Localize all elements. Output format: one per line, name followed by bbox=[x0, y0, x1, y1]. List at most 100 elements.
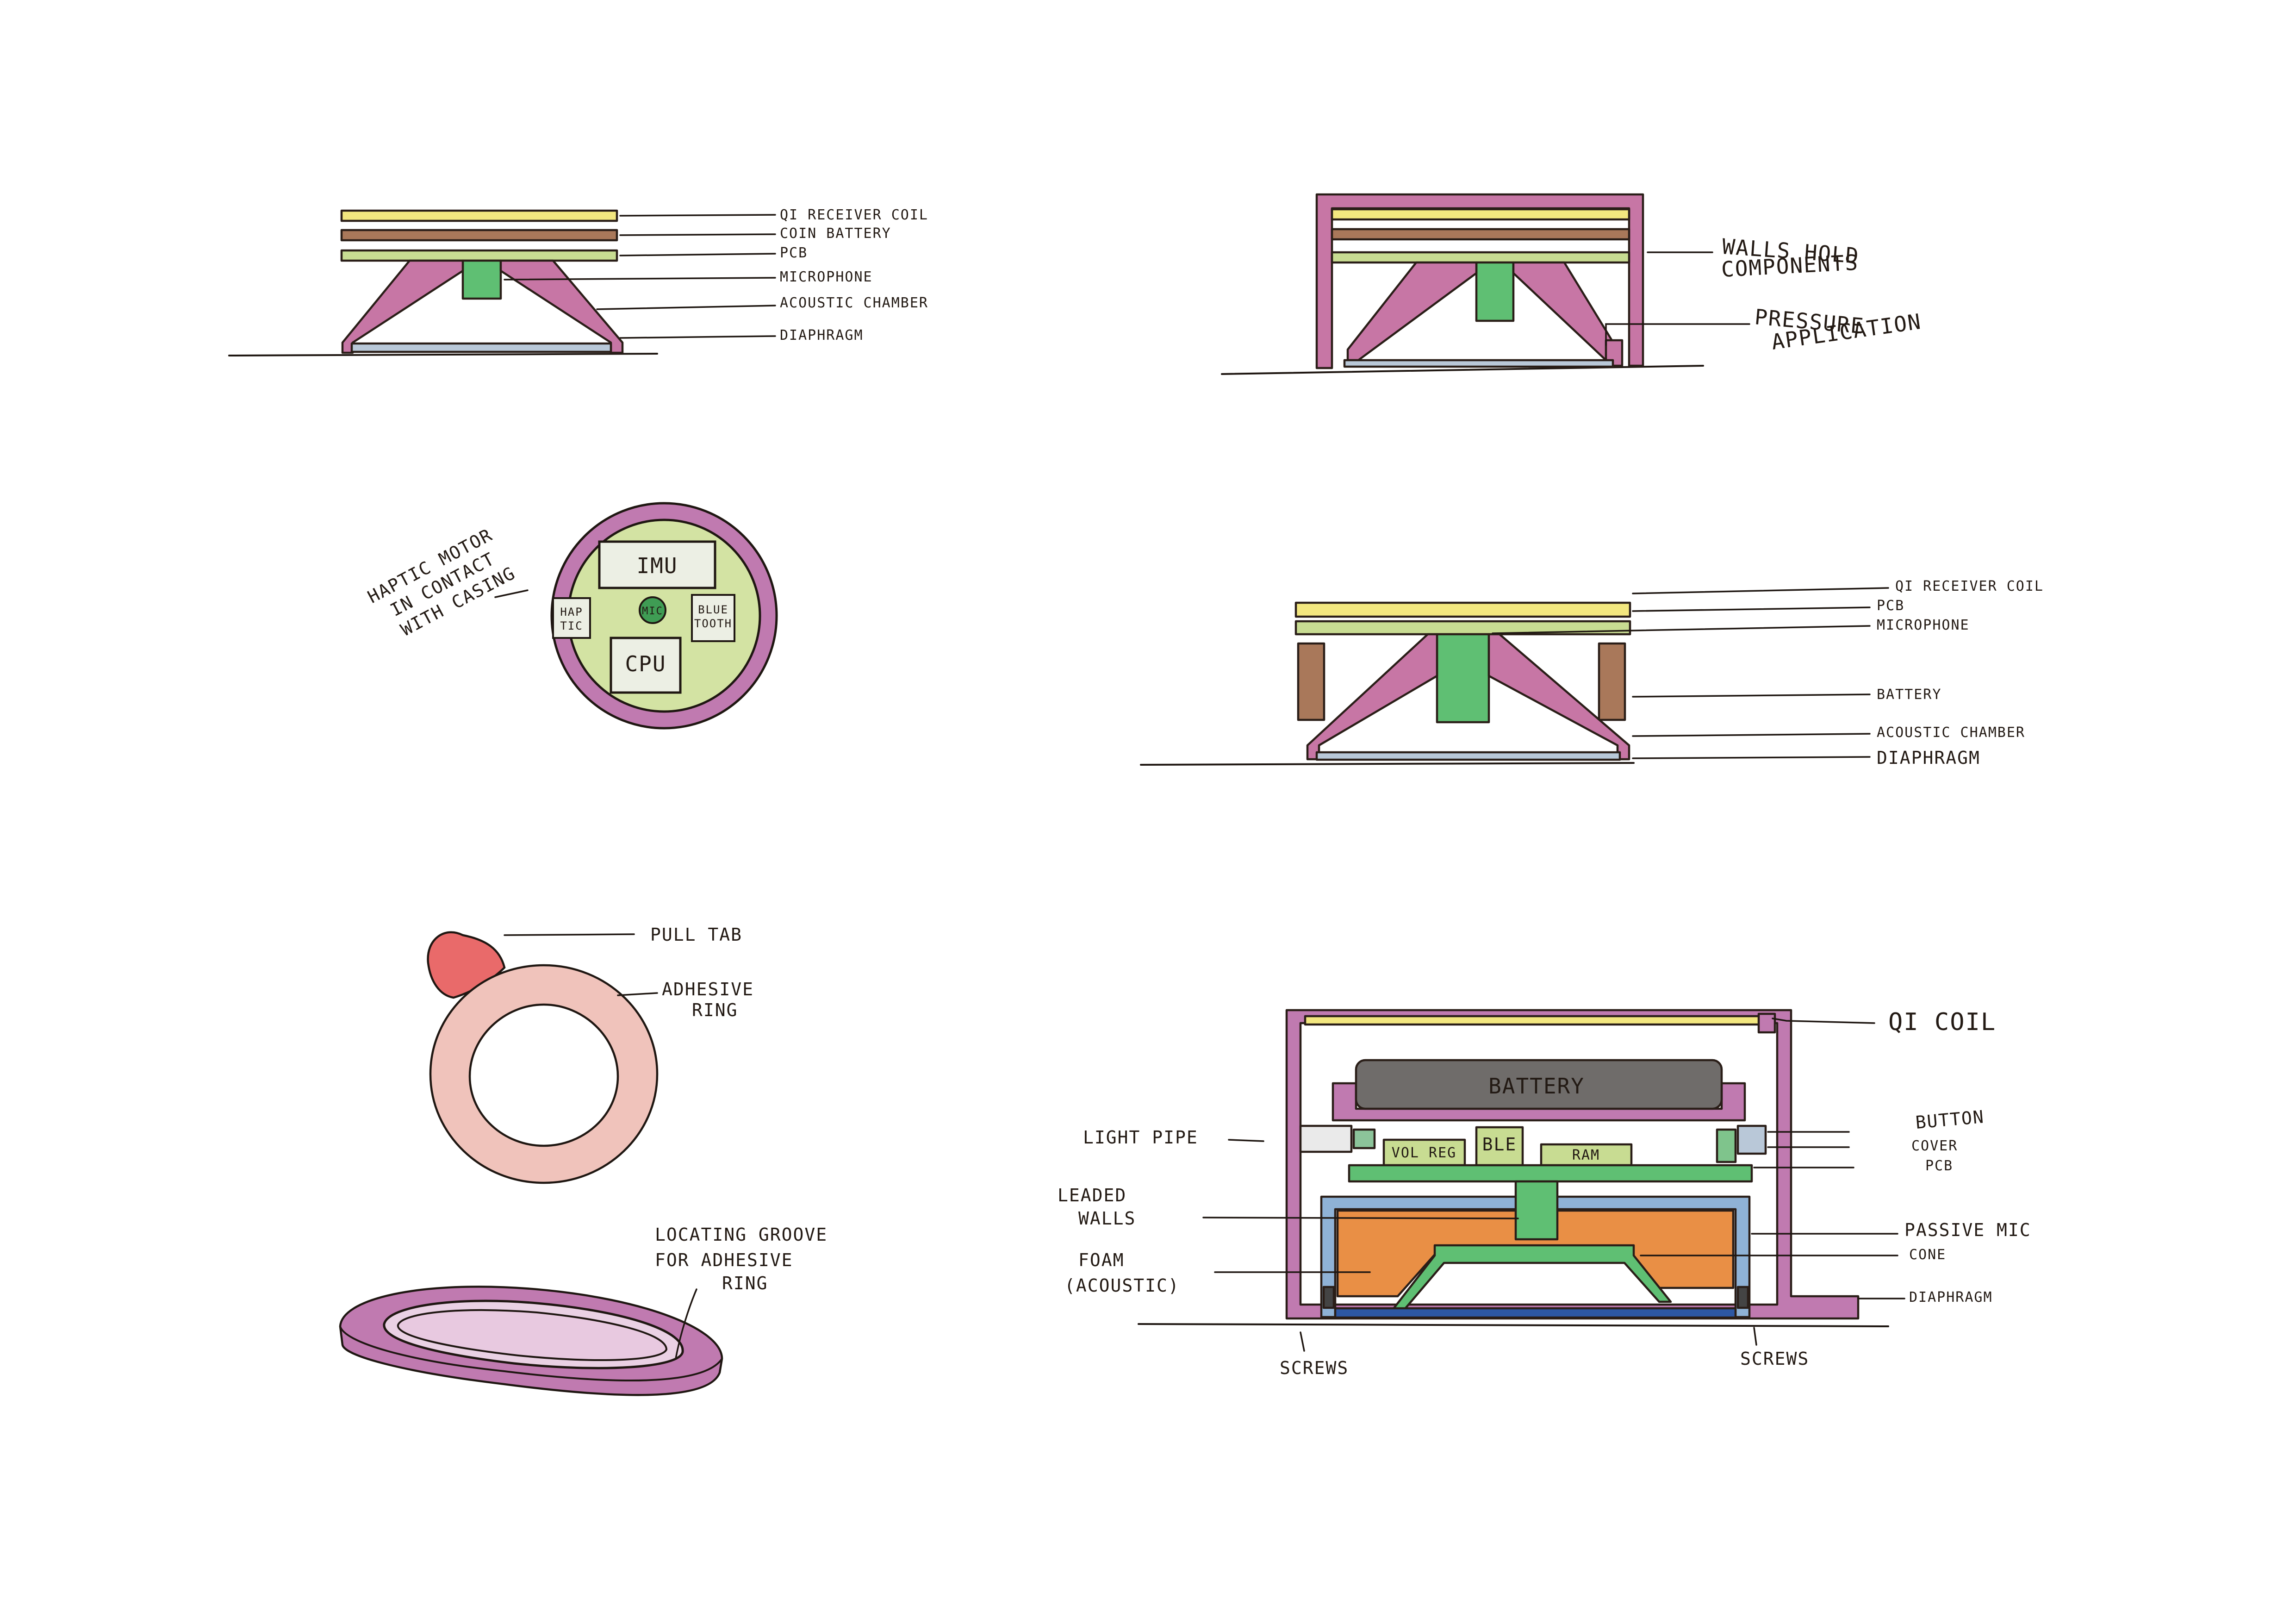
battery-layer bbox=[1331, 228, 1630, 241]
label-pcb: PCB bbox=[780, 245, 808, 261]
pcb-board bbox=[1348, 1164, 1753, 1183]
diaphragm-layer bbox=[1343, 359, 1614, 368]
leader bbox=[619, 253, 776, 256]
label-ring: RING bbox=[692, 1000, 738, 1020]
ground-line bbox=[1140, 762, 1635, 766]
diagram-locating-groove: LOCATING GROOVE FOR ADHESIVE RING bbox=[339, 1224, 828, 1396]
leader bbox=[1772, 1018, 1875, 1024]
leader bbox=[1300, 1331, 1305, 1352]
ground-line bbox=[1221, 365, 1704, 375]
leader bbox=[1228, 1139, 1264, 1142]
label-ring: RING bbox=[722, 1273, 768, 1293]
button-cover bbox=[1736, 1124, 1767, 1155]
label-battery: BATTERY bbox=[1488, 1074, 1585, 1099]
screw-left bbox=[1322, 1286, 1335, 1309]
leader bbox=[596, 305, 776, 310]
acoustic-chamber-right bbox=[1487, 633, 1630, 761]
label-locating-groove: LOCATING GROOVE bbox=[655, 1224, 828, 1245]
label-microphone: MICROPHONE bbox=[1877, 617, 1970, 633]
cone bbox=[1392, 1244, 1672, 1311]
leader bbox=[1632, 733, 1871, 737]
leader bbox=[619, 233, 776, 236]
label-diaphragm: DIAPHRAGM bbox=[780, 327, 864, 344]
label-pcb: PCB bbox=[1877, 598, 1904, 614]
leader bbox=[494, 589, 529, 598]
acoustic-chamber-right bbox=[1512, 261, 1619, 362]
coil-clip bbox=[1757, 1012, 1776, 1034]
label-bluetooth-1: BLUE bbox=[698, 603, 728, 616]
battery-left bbox=[1297, 642, 1325, 721]
leader bbox=[1632, 587, 1889, 594]
qi-coil bbox=[1304, 1015, 1769, 1026]
screw-right bbox=[1736, 1286, 1749, 1309]
microphone-block bbox=[1436, 633, 1490, 724]
leaded-walls bbox=[1320, 1195, 1751, 1318]
qi-coil-layer bbox=[1294, 601, 1631, 618]
label-coin-battery: COIN BATTERY bbox=[780, 225, 891, 242]
label-qi-receiver-coil: QI RECEIVER COIL bbox=[1895, 578, 2044, 594]
label-pull-tab: PULL TAB bbox=[650, 924, 742, 945]
diagram-stack-exploded: QI RECEIVER COIL COIN BATTERY PCB MICROP… bbox=[228, 207, 928, 356]
label-acoustic: (ACOUSTIC) bbox=[1064, 1275, 1180, 1296]
label-adhesive: ADHESIVE bbox=[662, 979, 754, 999]
label-haptic-box-1: HAP bbox=[560, 606, 583, 618]
diagram-top-view: IMU HAP TIC MIC BLUE TOOTH CPU HAPTIC MO… bbox=[364, 502, 778, 730]
light-pipe bbox=[1299, 1124, 1353, 1153]
diaphragm-layer bbox=[350, 342, 612, 353]
acoustic-chamber-left bbox=[341, 259, 464, 354]
leader bbox=[619, 214, 776, 217]
label-diaphragm: DIAPHRAGM bbox=[1877, 748, 1980, 768]
label-acoustic-chamber: ACOUSTIC CHAMBER bbox=[780, 295, 928, 311]
label-leaded: LEADED bbox=[1058, 1185, 1126, 1206]
mic-port bbox=[639, 596, 666, 624]
label-vol-reg: VOL REG bbox=[1392, 1145, 1456, 1161]
label-pcb: PCB bbox=[1925, 1158, 1953, 1174]
label-qi-coil: QI COIL bbox=[1888, 1008, 1996, 1036]
diaphragm bbox=[1334, 1307, 1737, 1319]
vol-reg-chip bbox=[1382, 1138, 1466, 1167]
imu-chip bbox=[598, 540, 716, 589]
microphone-block bbox=[461, 259, 502, 300]
pcb-layer bbox=[340, 249, 618, 262]
leader bbox=[1632, 606, 1871, 612]
diagram-stack-battery: QI RECEIVER COIL PCB MICROPHONE BATTERY … bbox=[1140, 578, 2044, 768]
label-bluetooth-2: TOOTH bbox=[694, 617, 732, 630]
base-edge bbox=[339, 1326, 723, 1382]
label-screws-left: SCREWS bbox=[1280, 1358, 1349, 1378]
label-imu: IMU bbox=[636, 553, 678, 578]
label-walls: WALLS bbox=[1078, 1208, 1136, 1229]
diagram-full-assembly: BATTERY VOL REG BLE RAM bbox=[1058, 1008, 2031, 1378]
leader bbox=[1605, 323, 1750, 346]
passive-mic bbox=[1514, 1180, 1559, 1241]
acoustic-chamber-left bbox=[1346, 261, 1478, 362]
leader bbox=[504, 933, 635, 936]
label-cpu: CPU bbox=[625, 651, 666, 676]
button-switch bbox=[1716, 1128, 1737, 1163]
qi-coil-layer bbox=[340, 209, 618, 222]
leader bbox=[1492, 625, 1871, 634]
label-for-adhesive: FOR ADHESIVE bbox=[655, 1250, 793, 1270]
label-screws-right: SCREWS bbox=[1740, 1349, 1809, 1369]
label-passive-mic: PASSIVE MIC bbox=[1904, 1220, 2031, 1240]
leader bbox=[1632, 756, 1871, 759]
leader bbox=[617, 992, 658, 996]
qi-coil-layer bbox=[1331, 208, 1630, 221]
haptic-motor bbox=[552, 597, 591, 639]
led bbox=[1352, 1128, 1376, 1149]
acoustic-chamber-left bbox=[1306, 633, 1438, 761]
label-diaphragm: DIAPHRAGM bbox=[1909, 1289, 1993, 1305]
label-ram: RAM bbox=[1572, 1147, 1600, 1163]
leader bbox=[1753, 1327, 1757, 1346]
microphone-block bbox=[1475, 261, 1515, 322]
ground-line bbox=[1138, 1323, 1889, 1327]
label-battery: BATTERY bbox=[1877, 687, 1941, 703]
label-foam: FOAM bbox=[1078, 1250, 1125, 1270]
acoustic-chamber-right bbox=[499, 259, 624, 354]
label-cover: COVER bbox=[1911, 1138, 1958, 1154]
adhesive-ring bbox=[429, 964, 659, 1184]
label-mic: MIC bbox=[642, 606, 663, 617]
coin-battery-layer bbox=[340, 229, 618, 242]
leader bbox=[675, 1288, 697, 1360]
leader bbox=[1632, 693, 1871, 698]
